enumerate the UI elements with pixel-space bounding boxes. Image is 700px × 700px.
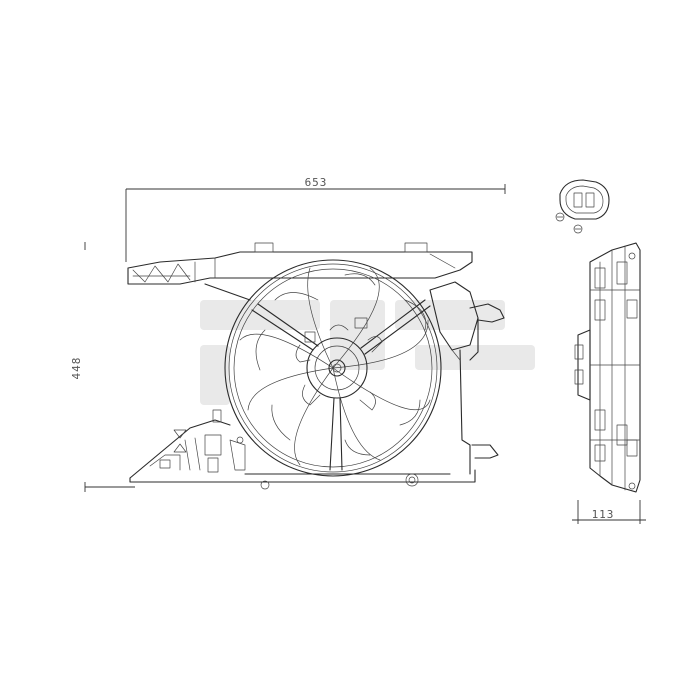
width-dimension-label: 653 bbox=[305, 176, 328, 189]
fan-ring bbox=[224, 259, 442, 477]
width-dimension: 653 bbox=[125, 176, 506, 262]
fan-shroud-frame bbox=[127, 242, 505, 490]
brand-watermark bbox=[200, 300, 535, 405]
fan-hub bbox=[251, 299, 431, 471]
depth-dimension: 113 bbox=[572, 500, 646, 524]
depth-dimension-label: 113 bbox=[592, 508, 615, 521]
electrical-connector-icon bbox=[555, 179, 610, 234]
side-view bbox=[574, 242, 641, 493]
height-dimension: 448 bbox=[70, 242, 135, 492]
height-dimension-label: 448 bbox=[70, 357, 83, 380]
fan-blades bbox=[239, 267, 431, 466]
